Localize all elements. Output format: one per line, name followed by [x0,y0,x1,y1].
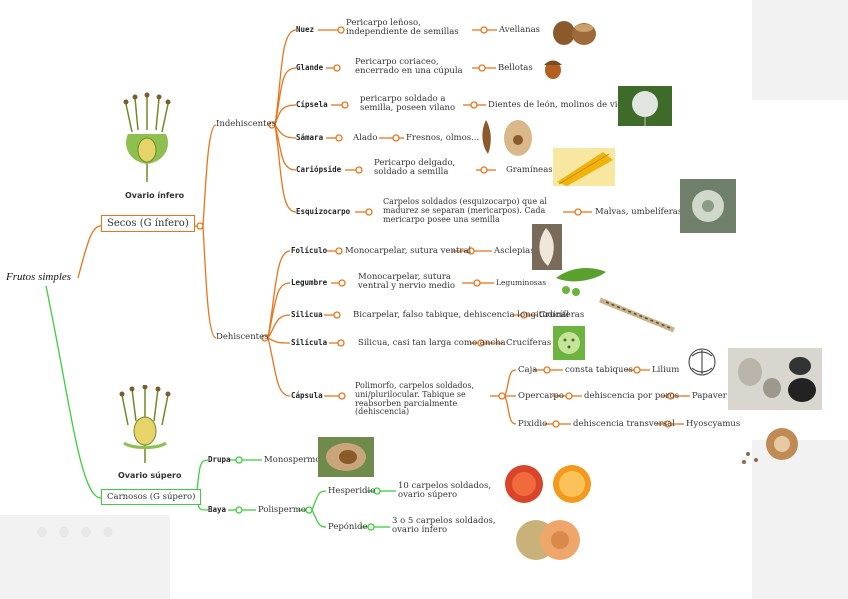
baya-key[interactable]: Baya [208,505,227,514]
samara-desc: Alado [353,133,378,143]
nuez-key[interactable]: Nuez [296,25,315,34]
peponide-desc: 3 o 5 carpelos soldados, ovario ínfero [392,516,496,536]
silicula-desc: Silicua, casi tan larga como ancha [358,338,506,348]
silicula-key[interactable]: Silícula [291,338,328,347]
root-node[interactable]: Frutos simples [6,271,72,283]
ovario-infero-image [120,92,175,187]
glande-key[interactable]: Glande [296,63,324,72]
hesperidio-key[interactable]: Hesperidio [328,486,376,496]
cariopside-example: Gramíneas [506,165,553,175]
avellanas-image [548,18,600,48]
opercarpo-key[interactable]: Opercarpo [518,391,564,401]
glande-desc: Pericarpo coriaceo, encerrado en una cúp… [355,57,463,77]
cipsela-key[interactable]: Cípsela [296,100,328,109]
lilium-image [684,346,720,378]
esquizocarpo-example: Malvas, umbelíferas... [595,207,691,217]
peponide-image [512,512,582,562]
cariopside-key[interactable]: Cariópside [296,165,342,174]
cariopside-desc: Pericarpo delgado, soldado a semilla [374,158,456,178]
legumbre-desc: Monocarpelar, sutura ventral y nervio me… [358,272,456,292]
hyoscyamus-image [738,420,810,468]
samara-image [478,116,536,158]
legumbre-key[interactable]: Legumbre [291,278,328,287]
caja-example: Lilium [652,365,680,375]
foliculo-key[interactable]: Folículo [291,246,328,255]
glande-example: Bellotas [498,63,533,73]
silicula-image [553,326,585,360]
esquizocarpo-key[interactable]: Esquizocarpo [296,207,351,216]
asclepias-image [532,224,562,270]
maiz-image [553,148,615,186]
papaver-image [728,348,822,410]
pixidio-desc: dehiscencia transversal [573,419,675,429]
baya-desc: Polispermo [258,505,307,515]
nuez-example: Avellanas [499,25,541,35]
silicua-key[interactable]: Silicua [291,310,323,319]
samara-example: Fresnos, olmos... [406,133,480,143]
guisantes-image [552,262,610,298]
silicula-example: Crucíferas [506,338,552,348]
legumbre-example: Leguminosas [496,278,547,287]
carnosos-node[interactable]: Carnosos (G súpero) [101,489,202,505]
bellota-image [540,54,566,80]
dehiscentes-node[interactable]: Dehiscentes [216,332,269,342]
cipsela-example: Dientes de león, molinos de viento [488,100,637,110]
opercarpo-example: Papaver [692,391,727,401]
toolbar-dots [20,524,130,538]
secos-node[interactable]: Secos (G ínfero) [101,215,195,232]
silicua-image [598,296,678,336]
malva-image [680,179,736,233]
foliculo-example: Asclepias [494,246,535,256]
nuez-desc: Pericarpo leñoso, independiente de semil… [346,18,459,38]
peponide-key[interactable]: Pepónide [328,522,368,532]
drupa-key[interactable]: Drupa [208,455,231,464]
caja-key[interactable]: Caja [518,365,538,375]
opercarpo-desc: dehiscencia por poros [584,391,679,401]
hesperidio-desc: 10 carpelos soldados, ovario súpero [398,481,492,501]
silicua-desc: Bicarpelar, falso tabique, dehiscencia l… [353,310,570,320]
ovario-supero-image [118,385,173,465]
diente-de-leon-image [618,86,672,126]
silicua-example: Crucíferas [539,310,585,320]
foliculo-desc: Monocarpelar, sutura ventral [345,246,472,256]
indehiscentes-node[interactable]: Indehiscentes [216,119,276,129]
drupa-desc: Monospermo [264,455,321,465]
hesperidio-image [502,462,596,506]
pixidio-example: Hyoscyamus [686,419,741,429]
esquizocarpo-desc: Carpelos soldados (esquizocarpo) que al … [383,197,547,224]
ovario-infero-caption: Ovario ínfero [125,191,185,200]
caja-desc: consta tabiques [565,365,633,375]
samara-key[interactable]: Sámara [296,133,324,142]
capsula-desc: Polimorfo, carpelos soldados, uni/pluril… [355,381,474,417]
drupa-image [318,437,374,477]
capsula-key[interactable]: Cápsula [291,391,323,400]
cipsela-desc: pericarpo soldado a semilla, poseen vila… [360,94,456,114]
ovario-supero-caption: Ovario súpero [118,471,182,480]
pixidio-key[interactable]: Pixidio [518,419,548,429]
